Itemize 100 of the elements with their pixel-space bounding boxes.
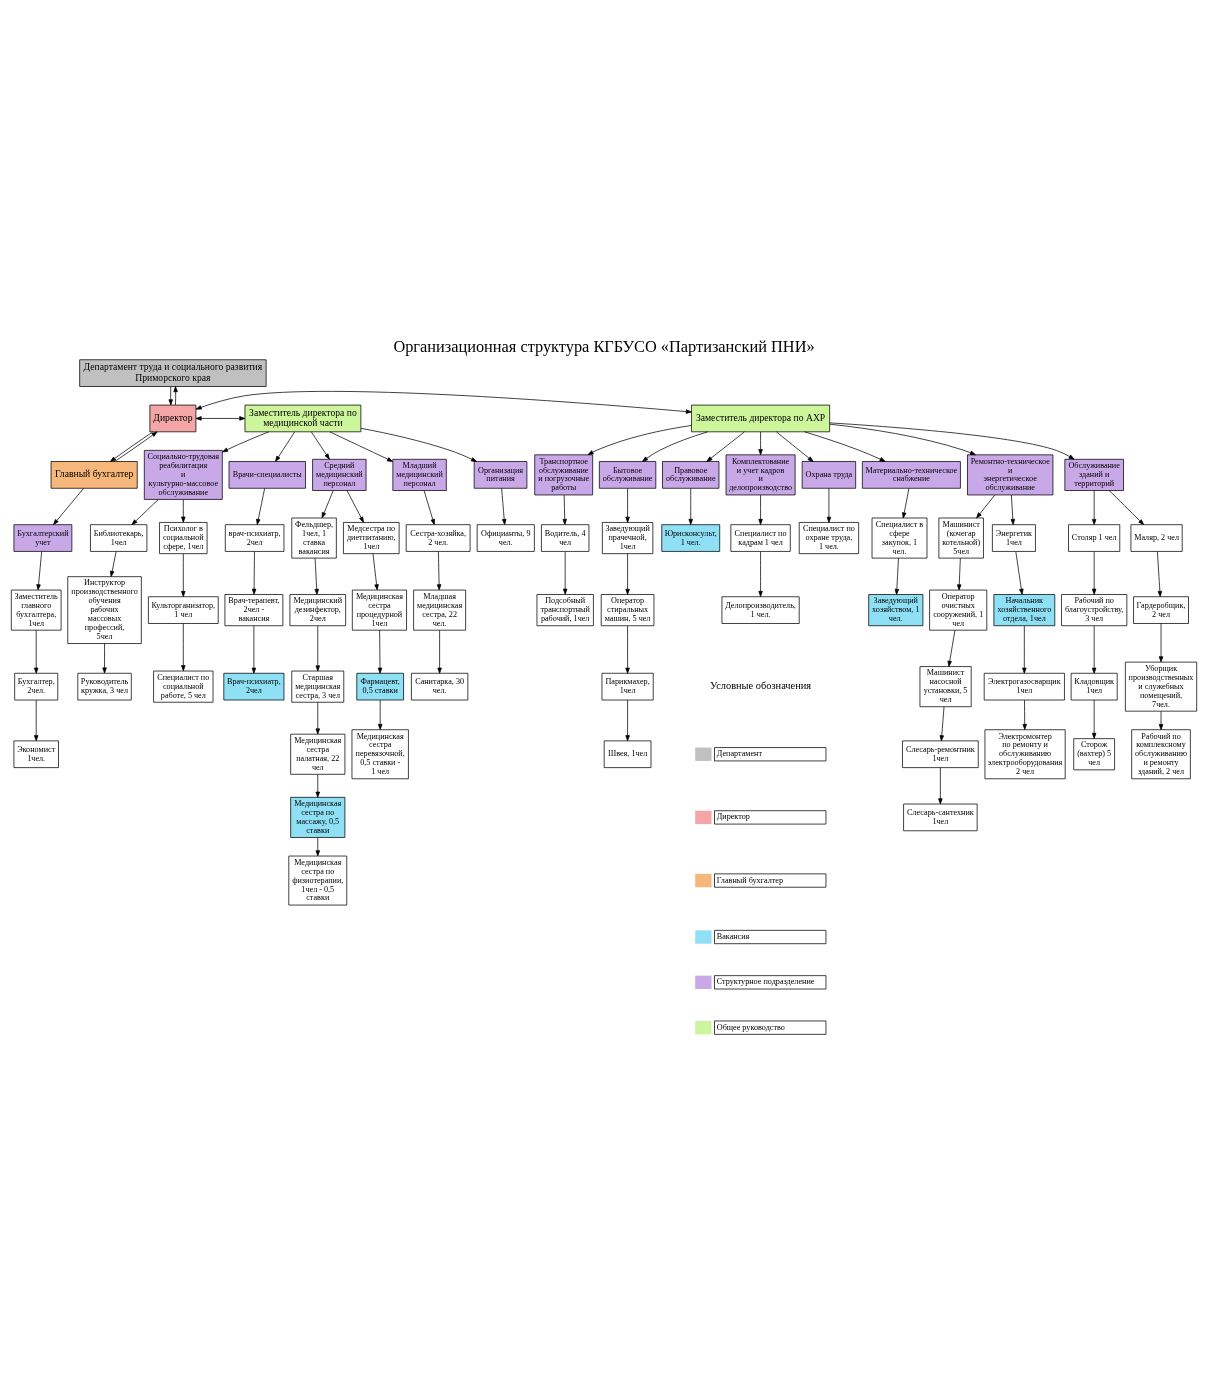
node-box: Уборщик производственных и служебных помещений, 7чел. [1125, 661, 1198, 712]
arrow [826, 488, 832, 523]
node-box: Кладовщик 1чел [1070, 672, 1118, 701]
node-box: Медицинская сестра процедурной 1чел [351, 589, 407, 631]
legend-label: Главный бухгалтер [716, 875, 784, 885]
node-box: Медсестра по диетпитанию, 1чел [343, 522, 400, 555]
arrow [378, 699, 383, 730]
node-box: Юрисконсульт, 1 чел. [661, 524, 721, 552]
node-box: Заведующий хозяйством, 1 чел. [868, 594, 924, 627]
arrow [1091, 625, 1097, 674]
arrow [829, 422, 1075, 460]
legend-label: Директор [716, 812, 750, 822]
node-box: Библиотекарь, 1чел [90, 524, 148, 552]
arrow [195, 416, 246, 421]
arrow [181, 553, 186, 597]
node-box: Сторож (вахтер) 5 чел [1073, 738, 1115, 771]
legend-label: Общее руководство [716, 1022, 785, 1032]
arrow [625, 699, 630, 742]
node-box: Оператор стиральных машин, 5 чел [600, 594, 655, 627]
arrow [957, 557, 962, 591]
node-box: Столяр 1 чел [1068, 524, 1121, 552]
node-box: Маляр, 2 чел [1130, 524, 1183, 552]
arrow [894, 557, 900, 595]
arrow [642, 431, 708, 462]
node-box: Психолог в социальной сфере, 1чел [159, 522, 208, 555]
arrow [1022, 625, 1027, 674]
node-box: Машинист насосной установки, 5 чел [919, 666, 972, 708]
arrow [902, 488, 910, 519]
arrow [501, 488, 507, 525]
node-box: Официанты, 9 чел. [476, 524, 535, 552]
node-box: Медицинский дезинфектор, 2чел [289, 594, 346, 627]
node-box: Машинист (кочегар котельной) 5чел [938, 517, 984, 559]
arrow [256, 488, 265, 525]
node-box: Медицинская сестра по массажу, 0,5 ставки [290, 796, 346, 838]
arrow [1091, 490, 1097, 525]
node-box: Младшая медицинская сестра, 22 чел. [413, 589, 466, 631]
arrow [437, 629, 442, 674]
arrow [53, 488, 84, 525]
node-box: Оператор очистных сооружений, 1 чел [929, 589, 988, 631]
arrow [758, 494, 763, 525]
node-box: Бухгалтер, 2чел. [14, 672, 59, 701]
arrow [131, 499, 159, 525]
arrow [625, 553, 630, 595]
arrow [829, 423, 976, 456]
node-box: Комплектование и учет кадров и делопроизводство [725, 454, 796, 496]
node-box: врач-психиатр, 2чел [224, 524, 285, 552]
arrow [1091, 551, 1097, 595]
arrow [758, 551, 763, 597]
label: Условные обозначения [710, 680, 812, 692]
arrow [1157, 551, 1163, 597]
arrow [315, 774, 320, 798]
node-box: Специалист по социальной работе, 5 чел [153, 670, 214, 703]
node-box: Фельдшер, 1чел, 1 ставка вакансия [291, 517, 337, 559]
node-box: Заведующий прачечной, 1чел [601, 522, 654, 555]
arrow [625, 625, 630, 674]
node-box: Санитарка, 30 чел. [411, 672, 469, 701]
arrow [168, 386, 173, 406]
node-box: Медицинская сестра по физиотерапии, 1чел - 0,5 ставки [288, 855, 348, 906]
arrow [436, 551, 442, 591]
node-box: Врач-психиатр, 2чел [223, 672, 285, 701]
arrow [251, 625, 257, 674]
arrow [1158, 710, 1164, 731]
node-box: Слесарь-сантехник 1чел [903, 803, 978, 832]
node-box: Рабочий по благоустройству, 3 чел [1061, 594, 1128, 627]
node-box: Старшая медицинская сестра, 3 чел [291, 670, 345, 703]
arrow [947, 629, 956, 667]
arrow [181, 499, 186, 523]
arrow [251, 551, 257, 595]
arrow [314, 557, 319, 595]
arrow [976, 494, 996, 519]
arrow [321, 490, 334, 519]
arrow [706, 431, 745, 462]
node-box: Медицинская сестра палатная, 22 чел [290, 733, 346, 775]
node-box: Специалист в сфере закупок, 1 чел. [871, 517, 928, 559]
node-box: Парикмахер, 1чел [601, 672, 654, 701]
arrow [804, 431, 886, 462]
arrow [1015, 551, 1024, 595]
node-box: Средний медицинский персонал [312, 458, 367, 491]
arrow [1091, 699, 1097, 739]
arrow [939, 706, 945, 742]
arrow [315, 625, 320, 672]
node-box: Культорганизатор, 1 чел [148, 596, 219, 624]
arrow [372, 553, 379, 591]
node-box: Транспортное обслуживание и погрузочные работы [534, 454, 594, 496]
arrow [1022, 699, 1027, 730]
node-box: Младший медицинский персонал [392, 458, 447, 491]
node-box: Заместитель директора по АХР [691, 404, 831, 433]
arrow [315, 837, 320, 857]
node-box: Энергетик 1чел [992, 524, 1036, 552]
arrow [195, 391, 692, 414]
arrow [173, 386, 178, 406]
node-box: Подсобный транспортный рабочий, 1чел [536, 594, 594, 627]
node-box: Специалист по кадрам 1 чел [730, 524, 791, 552]
arrow [222, 431, 270, 453]
node-box: Фармацевт, 0,5 ставки [356, 672, 404, 701]
node-box: Бытовое обслуживание [599, 461, 657, 489]
legend-label: Структурное подразделение [716, 977, 815, 987]
arrow [311, 431, 330, 460]
arrow [315, 702, 320, 735]
arrow [563, 551, 568, 595]
